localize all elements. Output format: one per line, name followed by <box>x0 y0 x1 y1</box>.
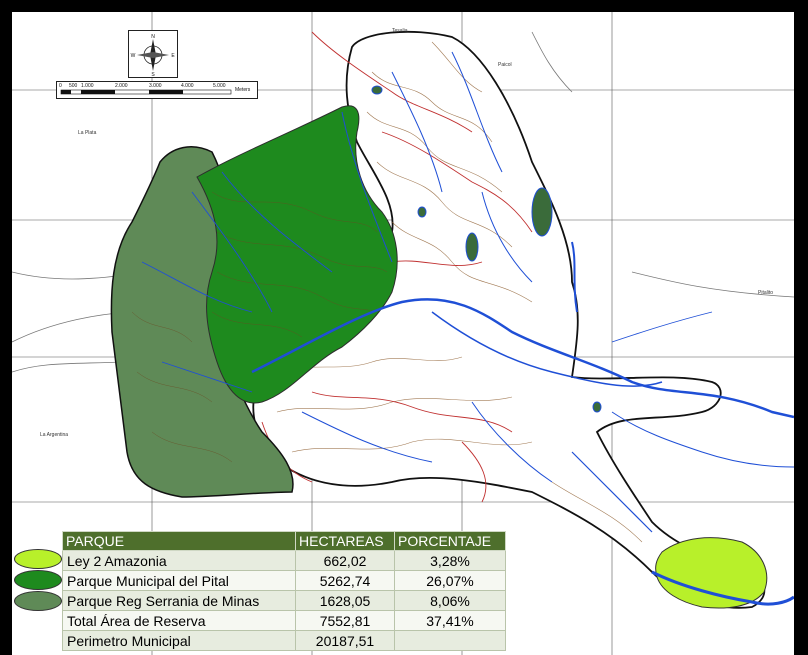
scale-labels: 0 500 1.000 2.000 3.000 4.000 5.000 Mete… <box>57 83 257 93</box>
compass-rose-icon: N S E W <box>131 34 176 77</box>
row-name: Total Área de Reserva <box>62 610 296 631</box>
scale-bar-graphic <box>60 89 232 95</box>
row-hectareas: 5262,74 <box>295 570 395 591</box>
north-arrow: N S E W <box>128 30 178 78</box>
map-drawing <box>12 12 794 655</box>
scale-unit: Meters <box>235 87 251 93</box>
compass-w: W <box>131 53 136 59</box>
scale-tick-label: 2.000 <box>115 83 128 89</box>
table-row: Perimetro Municipal 20187,51 <box>62 630 506 651</box>
table-row: Parque Municipal del Pital 5262,74 26,07… <box>62 570 506 591</box>
row-hectareas: 20187,51 <box>295 630 395 651</box>
compass-e: E <box>171 53 175 59</box>
scale-tick-label: 5.000 <box>213 83 226 89</box>
ley2-park <box>655 537 768 609</box>
header-porcentaje: PORCENTAJE <box>394 531 506 551</box>
row-name: Parque Reg Serrania de Minas <box>62 590 296 611</box>
header-hectareas: HECTAREAS <box>295 531 395 551</box>
row-hectareas: 662,02 <box>295 550 395 571</box>
row-name: Ley 2 Amazonia <box>62 550 296 571</box>
rivers <box>141 51 794 606</box>
place-label-la-plata: La Plata <box>78 130 97 136</box>
place-label-la-argentina: La Argentina <box>40 432 69 438</box>
row-porcentaje: 26,07% <box>394 570 506 591</box>
scale-tick-label: 1.000 <box>81 83 94 89</box>
table-row: Total Área de Reserva 7552,81 37,41% <box>62 610 506 631</box>
row-porcentaje: 3,28% <box>394 550 506 571</box>
swatch-pital <box>14 570 62 590</box>
row-porcentaje: 37,41% <box>394 610 506 631</box>
table-row: Ley 2 Amazonia 662,02 3,28% <box>62 550 506 571</box>
legend-header-row: PARQUE HECTAREAS PORCENTAJE <box>62 531 506 551</box>
swatch-serrania <box>14 591 62 611</box>
header-parque: PARQUE <box>62 531 296 551</box>
legend-panel: PARQUE HECTAREAS PORCENTAJE Ley 2 Amazon… <box>12 515 512 655</box>
place-label-tesalia: Tesalia <box>392 28 408 34</box>
place-label-pitalito: Pitalito <box>758 290 774 296</box>
scale-tick-label: 0 <box>59 83 62 89</box>
pital-park <box>196 105 398 404</box>
row-porcentaje <box>394 630 506 651</box>
row-hectareas: 7552,81 <box>295 610 395 631</box>
legend-table: PARQUE HECTAREAS PORCENTAJE Ley 2 Amazon… <box>62 531 506 651</box>
row-hectareas: 1628,05 <box>295 590 395 611</box>
row-name: Perimetro Municipal <box>62 630 296 651</box>
place-label-paicol: Paicol <box>498 62 512 68</box>
park-contours <box>131 191 388 463</box>
contours <box>276 41 643 543</box>
lakes <box>371 85 602 413</box>
scale-tick-label: 3.000 <box>149 83 162 89</box>
compass-n: N <box>151 34 155 40</box>
row-name: Parque Municipal del Pital <box>62 570 296 591</box>
table-row: Parque Reg Serrania de Minas 1628,05 8,0… <box>62 590 506 611</box>
scale-tick-label: 500 <box>69 83 78 89</box>
scale-bar: 0 500 1.000 2.000 3.000 4.000 5.000 Mete… <box>56 81 258 99</box>
scale-tick-label: 4.000 <box>181 83 194 89</box>
compass-s: S <box>151 72 155 77</box>
swatch-ley2 <box>14 549 62 569</box>
row-porcentaje: 8,06% <box>394 590 506 611</box>
